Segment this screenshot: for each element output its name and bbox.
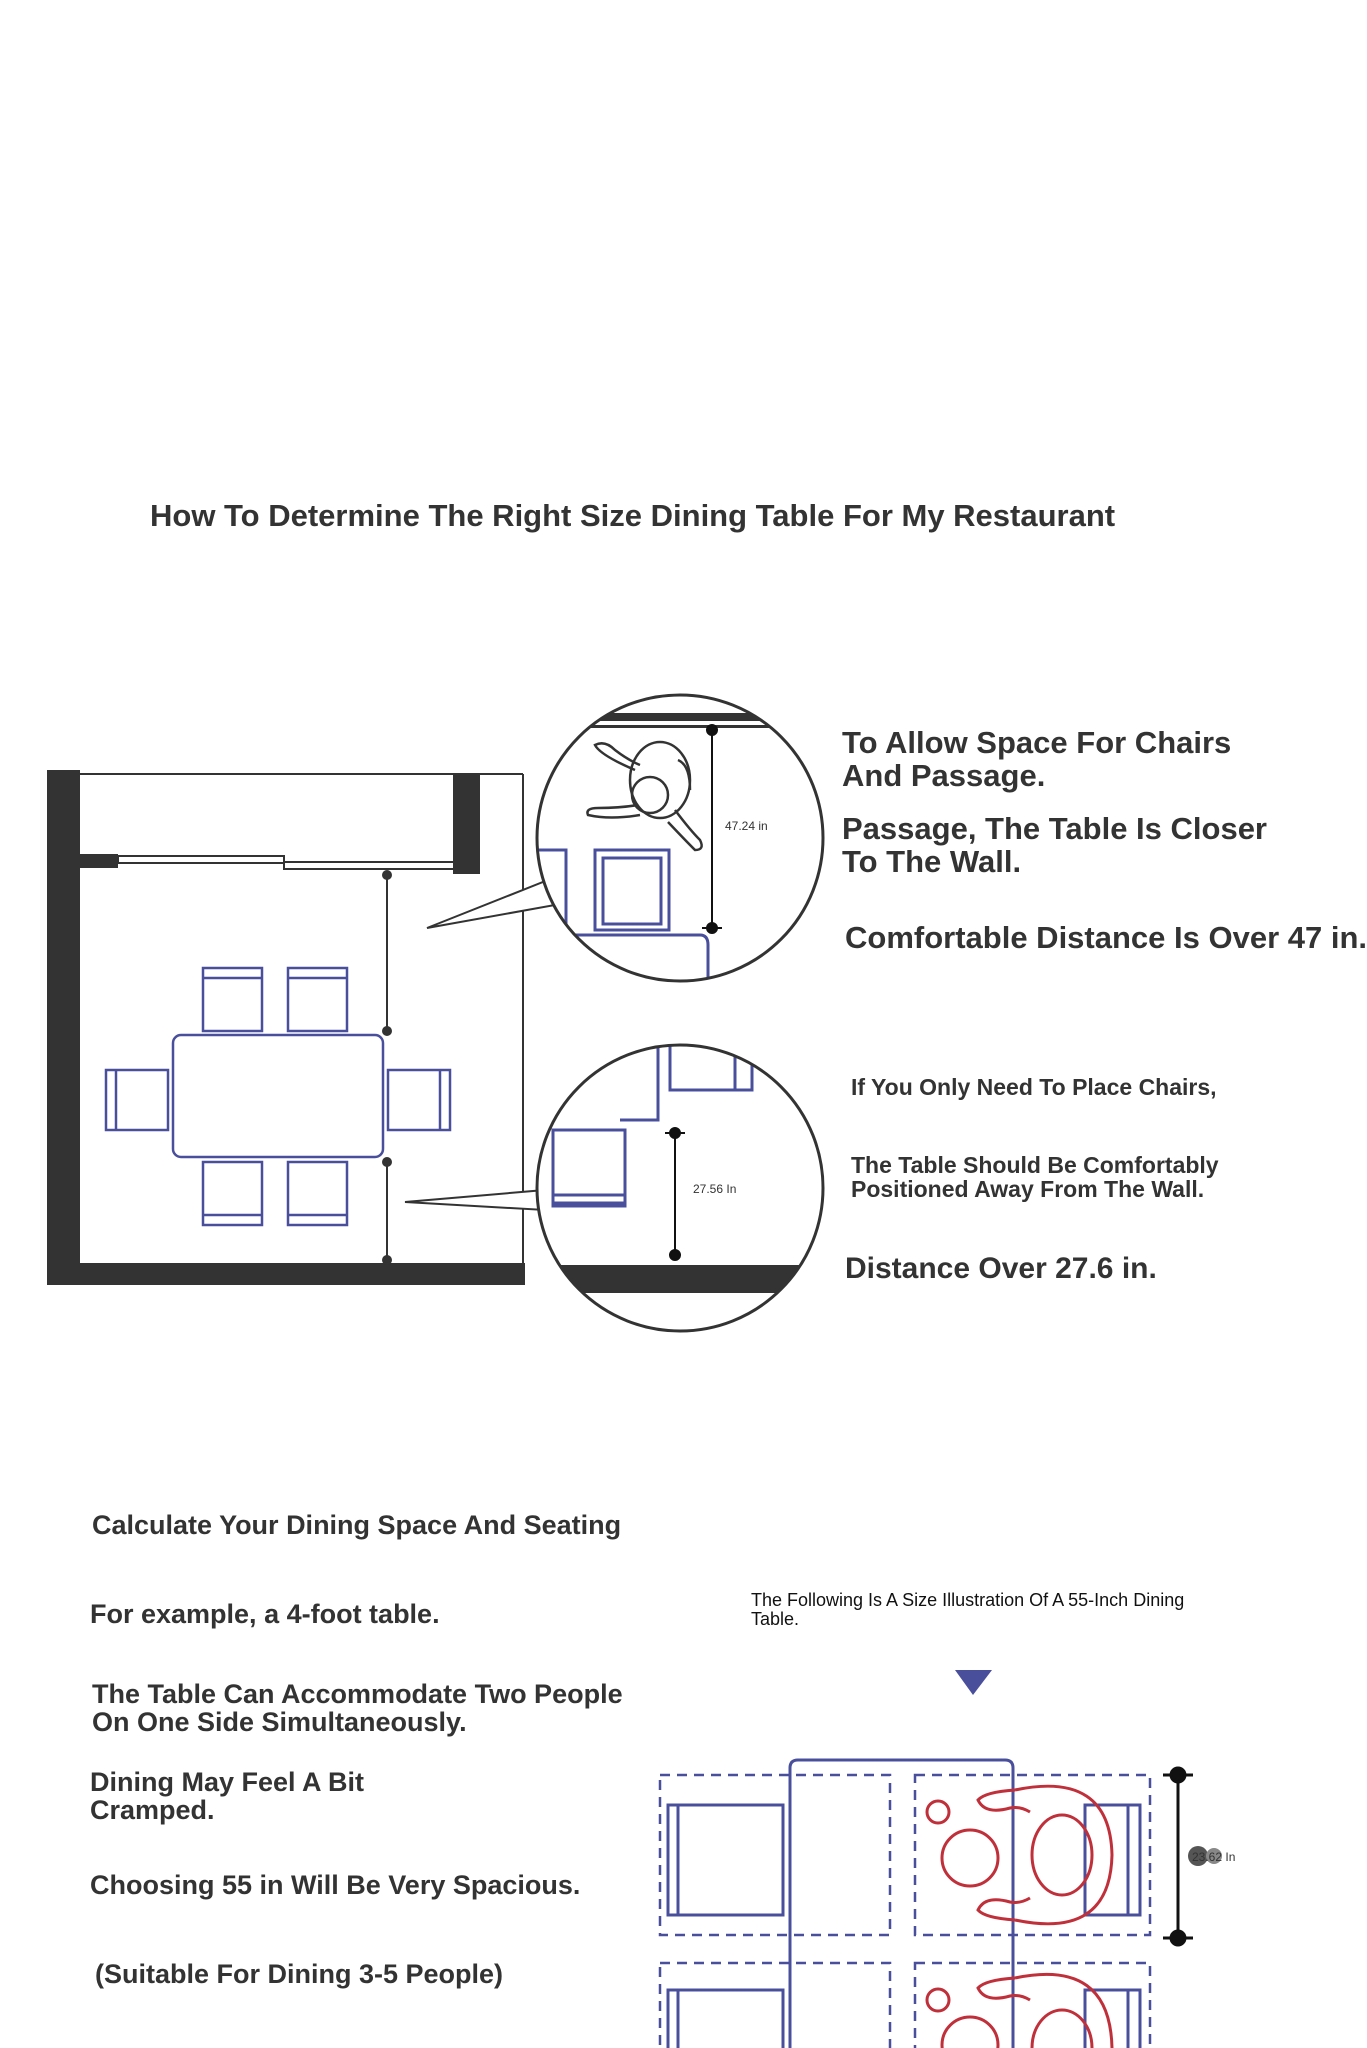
chair-passage-note: To Allow Space For Chairs And Passage. xyxy=(842,725,1232,793)
dimension-marker-icon xyxy=(1188,1846,1208,1866)
chair-top-left xyxy=(201,966,264,1033)
window-sill-left xyxy=(117,855,285,864)
room-pillar xyxy=(453,774,480,874)
window-sill-right xyxy=(283,861,455,870)
chair-top-right xyxy=(286,966,349,1033)
calc-cramped-line: Dining May Feel A Bit Cramped. xyxy=(90,1767,365,1826)
seat-zone-top-right xyxy=(913,1773,1152,1937)
calc-example-line: For example, a 4-foot table. xyxy=(90,1599,440,1629)
illus-chair-left-bottom xyxy=(666,1988,785,2048)
zoom-table-edge xyxy=(560,933,710,981)
zoom-wall xyxy=(537,1265,823,1293)
floor-plan-diagrams: 47.24 in 27.56 In xyxy=(47,693,1235,2048)
seat-zone-bottom-right xyxy=(913,1961,1152,2048)
room-plan xyxy=(47,770,525,1285)
dining-table xyxy=(171,1033,385,1159)
wall-dimension-label: 27.56 In xyxy=(693,1182,736,1196)
zoom-circle-chairs: 27.56 In xyxy=(535,1043,825,1333)
illus-chair-right-top xyxy=(1083,1803,1142,1917)
closer-to-wall-note: Passage, The Table Is Closer To The Wall… xyxy=(842,811,1267,879)
callout-pointer-top xyxy=(426,878,557,929)
seat-zone-bottom-left xyxy=(658,1961,892,2048)
zoom-circle-passage: 47.24 in xyxy=(535,693,825,983)
seated-diner-figure-bottom xyxy=(925,1972,1114,2048)
calc-two-people-line: The Table Can Accommodate Two People On … xyxy=(92,1679,623,1738)
minimum-distance-note: Distance Over 27.6 in. xyxy=(845,1252,1157,1285)
room-ledge xyxy=(80,854,118,868)
calc-spacious-line: Choosing 55 in Will Be Very Spacious. xyxy=(90,1870,581,1900)
seat-zone-top-left xyxy=(658,1773,892,1937)
down-arrow-icon xyxy=(955,1670,992,1695)
callout-pointer-bottom xyxy=(404,1188,546,1212)
chair-left xyxy=(104,1068,170,1132)
room-wall-bottom xyxy=(47,1263,525,1285)
room-wall-left xyxy=(47,770,80,1285)
chair-right xyxy=(386,1068,452,1132)
away-from-wall-note: The Table Should Be Comfortably Position… xyxy=(851,1152,1219,1203)
table-55-outline xyxy=(788,1758,1015,2048)
chair-bottom-right xyxy=(286,1160,349,1227)
seat-width-dimension-label: 23.62 In xyxy=(1192,1850,1235,1864)
walking-person-figure xyxy=(586,740,703,852)
illus-chair-left-top xyxy=(666,1803,785,1917)
calculate-heading: Calculate Your Dining Space And Seating xyxy=(92,1510,622,1540)
illustration-caption: The Following Is A Size Illustration Of … xyxy=(751,1590,1185,1629)
table-55-illustration: 23.62 In xyxy=(658,1670,1235,2048)
passage-dimension-label: 47.24 in xyxy=(725,819,768,833)
zoom-chair-wall xyxy=(551,1128,627,1208)
calc-suitable-line: (Suitable For Dining 3-5 People) xyxy=(95,1959,504,1989)
seated-diner-figure-top xyxy=(925,1784,1114,1926)
comfortable-distance-note: Comfortable Distance Is Over 47 in. xyxy=(845,920,1367,955)
zoom-chair xyxy=(593,848,671,932)
chair-bottom-left xyxy=(201,1160,264,1227)
chairs-only-note: If You Only Need To Place Chairs, xyxy=(851,1074,1217,1100)
page-title: How To Determine The Right Size Dining T… xyxy=(150,498,1116,533)
